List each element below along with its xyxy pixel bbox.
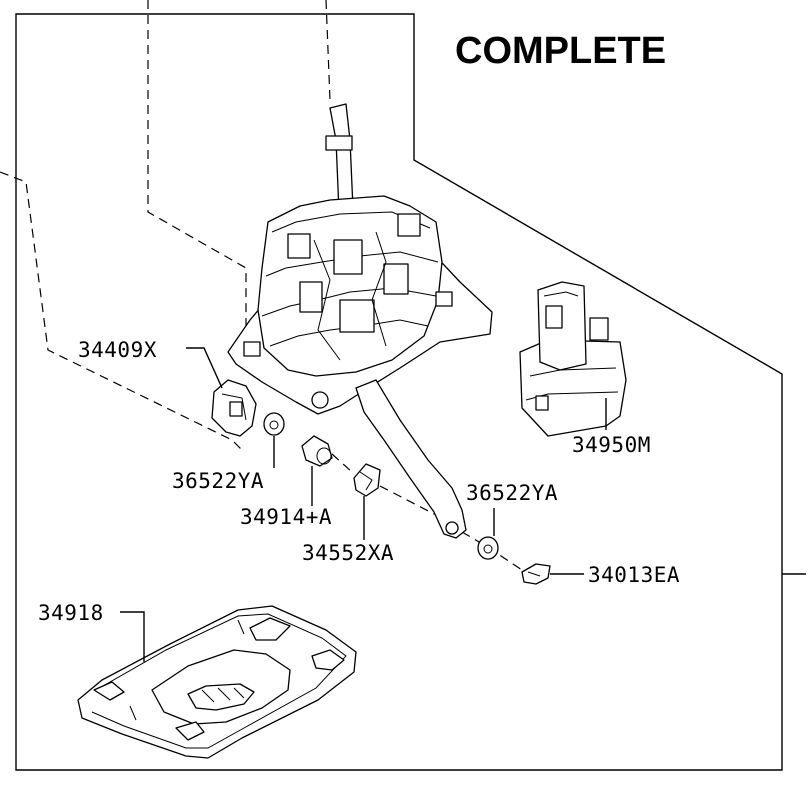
label-34950m: 34950M <box>572 433 651 457</box>
part-36522ya-washer-right <box>477 536 499 560</box>
label-34914a: 34914+A <box>240 505 332 529</box>
part-34552xa-clip <box>353 463 381 497</box>
label-34409x: 34409X <box>78 338 157 362</box>
part-34409x-switch <box>211 379 257 437</box>
assembly-frame <box>15 13 783 771</box>
part-34950m-unit <box>519 281 627 437</box>
diagram-title: COMPLETE <box>455 30 666 72</box>
label-34552xa: 34552XA <box>302 541 394 565</box>
label-34918: 34918 <box>38 601 104 625</box>
shift-lever-assembly <box>227 103 493 539</box>
part-34918-indicator-plate <box>77 605 357 759</box>
guide-line-pin <box>331 453 353 473</box>
guide-line-lever <box>379 485 439 517</box>
leader-34918 <box>120 611 145 662</box>
guide-line-top-left <box>147 0 247 330</box>
guide-line-top-center <box>325 0 331 101</box>
guide-line-bottom-right <box>461 531 529 575</box>
label-34013ea: 34013EA <box>588 563 680 587</box>
guide-line-left <box>0 171 245 453</box>
label-36522ya-right: 36522YA <box>466 481 558 505</box>
label-36522ya-left: 36522YA <box>172 469 264 493</box>
leader-34409x <box>186 347 223 389</box>
part-34013ea-pin <box>521 563 551 585</box>
part-34914a-bushing <box>301 435 333 467</box>
part-36522ya-washer-left <box>263 412 285 436</box>
